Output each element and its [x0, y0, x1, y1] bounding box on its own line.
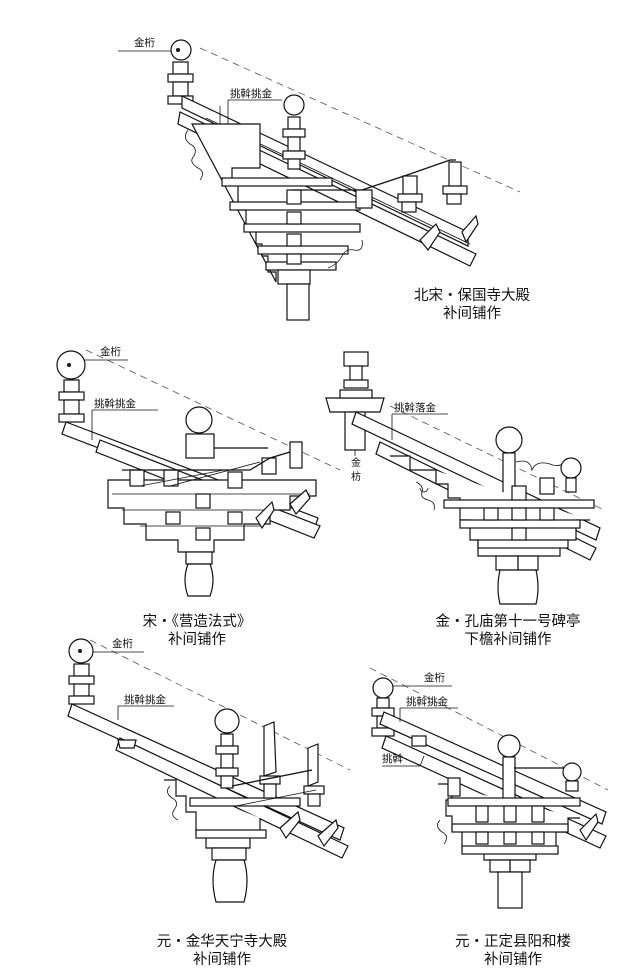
- label-lever: 挑斡挑金: [406, 695, 448, 708]
- panel-jin-bracket-drawing: 金 枋 挑斡落金: [325, 351, 605, 605]
- caption-line-1: 金・孔庙第十一号碑亭: [435, 614, 581, 630]
- panel-yuan-jinhua-bracket-drawing: 金桁 挑斡挑金: [67, 637, 351, 903]
- caption-jin-confucius-temple: 金・孔庙第十一号碑亭 下檐补间铺作: [418, 613, 598, 649]
- label-purlin: 金桁: [112, 637, 133, 650]
- caption-yuan-jinhua-tianning: 元・金华天宁寺大殿 补间铺作: [137, 933, 307, 969]
- caption-song-yingzao-fashi: 宋・《营造法式》 补间铺作: [112, 613, 282, 649]
- label-lever: 挑斡挑金: [230, 87, 272, 100]
- caption-line-2: 补间铺作: [168, 632, 226, 648]
- label-lever: 挑斡挑金: [94, 397, 136, 410]
- caption-yuan-zhengding-yanghe: 元・正定县阳和楼 补间铺作: [438, 933, 588, 969]
- label-lever: 挑斡挑金: [124, 693, 166, 706]
- panel-song-yingzao-bracket-drawing: 金桁 挑斡挑金: [56, 345, 341, 597]
- caption-line-2: 补间铺作: [443, 306, 501, 322]
- caption-line-2: 补间铺作: [484, 952, 542, 968]
- panel-yuan-zhengding-bracket-drawing: 金桁 挑斡挑金 挑斡: [369, 667, 609, 909]
- caption-line-1: 北宋・保国寺大殿: [414, 288, 530, 304]
- caption-line-1: 宋・《营造法式》: [142, 614, 252, 630]
- caption-line-2: 补间铺作: [193, 952, 251, 968]
- label-purlin: 金桁: [100, 345, 121, 358]
- caption-northern-song-baoguo: 北宋・保国寺大殿 补间铺作: [402, 287, 542, 323]
- label-lever-short: 挑斡: [382, 752, 403, 765]
- caption-line-2: 下檐补间铺作: [464, 632, 552, 648]
- label-purlin: 金桁: [134, 36, 155, 49]
- panel-northern-song-bracket-drawing: 金桁 挑斡挑金: [118, 36, 521, 321]
- label-tiebeam-top: 金: [351, 456, 361, 469]
- label-lever: 挑斡落金: [394, 401, 436, 414]
- caption-line-1: 元・正定县阳和楼: [455, 934, 571, 950]
- label-purlin: 金桁: [424, 671, 445, 684]
- label-tiebeam-bottom: 枋: [351, 470, 361, 483]
- caption-line-1: 元・金华天宁寺大殿: [156, 934, 288, 950]
